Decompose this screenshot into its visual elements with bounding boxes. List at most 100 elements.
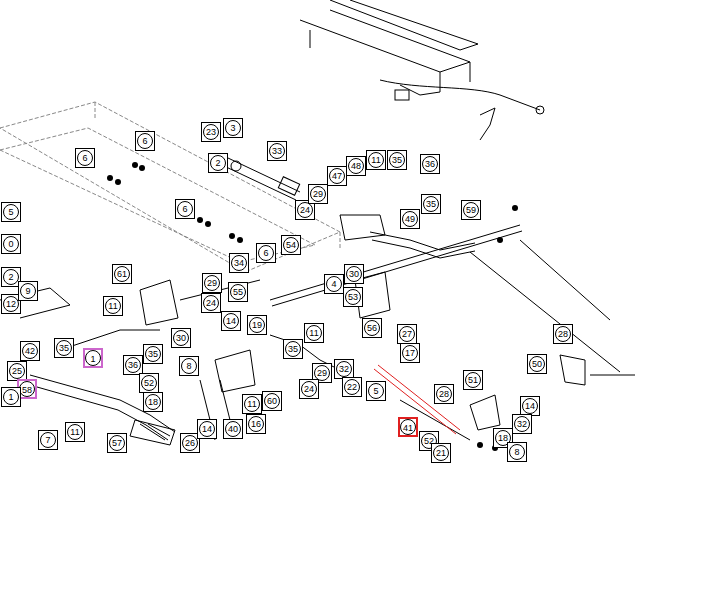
callout-ring xyxy=(402,345,418,361)
callout-number: 23 xyxy=(201,122,221,142)
callout-number: 0 xyxy=(1,234,21,254)
callout-ring xyxy=(3,389,19,405)
callout-ring xyxy=(105,298,121,314)
callout-ring xyxy=(399,326,415,342)
callout-number: 41 xyxy=(398,417,418,437)
callout-number: 28 xyxy=(434,384,454,404)
callout-number: 17 xyxy=(400,343,420,363)
callout-ring xyxy=(522,398,538,414)
callout-number: 21 xyxy=(431,443,451,463)
callout-number: 35 xyxy=(143,344,163,364)
callout-number: 56 xyxy=(362,318,382,338)
callout-number: 14 xyxy=(221,311,241,331)
callout-number: 52 xyxy=(139,373,159,393)
callout-number: 6 xyxy=(135,131,155,151)
frame-outline xyxy=(0,102,340,272)
callout-number: 30 xyxy=(171,328,191,348)
callout-ring xyxy=(346,266,362,282)
callout-number: 36 xyxy=(420,154,440,174)
callout-ring xyxy=(400,419,416,435)
callout-ring xyxy=(225,421,241,437)
callout-ring xyxy=(19,381,35,397)
callout-ring xyxy=(181,358,197,374)
callout-ring xyxy=(555,326,571,342)
callout-ring xyxy=(230,284,246,300)
callout-number: 48 xyxy=(346,156,366,176)
callout-number: 35 xyxy=(387,150,407,170)
callout-ring xyxy=(249,317,265,333)
callout-ring xyxy=(423,196,439,212)
callout-ring xyxy=(40,432,56,448)
callout-ring xyxy=(389,152,405,168)
callout-number: 11 xyxy=(304,323,324,343)
callout-ring xyxy=(463,202,479,218)
callout-ring xyxy=(3,269,19,285)
callout-ring xyxy=(114,266,130,282)
callout-number: 47 xyxy=(327,166,347,186)
pedal-assembly xyxy=(0,280,340,445)
callout-ring xyxy=(364,320,380,336)
callout-ring xyxy=(137,133,153,149)
callout-ring xyxy=(326,276,342,292)
callout-number: 35 xyxy=(54,338,74,358)
callout-number: 11 xyxy=(103,296,123,316)
callout-ring xyxy=(368,152,384,168)
callout-number: 27 xyxy=(397,324,417,344)
callout-number: 29 xyxy=(202,273,222,293)
callout-ring xyxy=(231,255,247,271)
callout-ring xyxy=(173,330,189,346)
callout-number: 40 xyxy=(223,419,243,439)
callout-number: 55 xyxy=(228,282,248,302)
callout-ring xyxy=(182,435,198,451)
upper-assembly xyxy=(300,0,544,140)
callout-number: 57 xyxy=(107,433,127,453)
callout-number: 34 xyxy=(229,253,249,273)
callout-ring xyxy=(368,383,384,399)
callout-number: 19 xyxy=(247,315,267,335)
callout-ring xyxy=(125,357,141,373)
callout-ring xyxy=(223,313,239,329)
callout-number: 14 xyxy=(197,419,217,439)
callout-ring xyxy=(283,237,299,253)
callout-number: 28 xyxy=(553,324,573,344)
drive-shaft xyxy=(224,158,300,200)
callout-number: 3 xyxy=(223,118,243,138)
callout-ring xyxy=(258,245,274,261)
callout-number: 30 xyxy=(344,264,364,284)
callout-number: 14 xyxy=(520,396,540,416)
callout-ring xyxy=(56,340,72,356)
callout-ring xyxy=(77,150,93,166)
callout-number: 4 xyxy=(324,274,344,294)
callout-ring xyxy=(329,168,345,184)
callout-number: 32 xyxy=(512,414,532,434)
callout-ring xyxy=(177,201,193,217)
callout-ring xyxy=(85,350,101,366)
callout-ring xyxy=(203,295,219,311)
callout-number: 51 xyxy=(463,370,483,390)
callout-ring xyxy=(225,120,241,136)
callout-number: 50 xyxy=(527,354,547,374)
callout-number: 16 xyxy=(246,414,266,434)
callout-ring xyxy=(141,375,157,391)
callout-ring xyxy=(529,356,545,372)
callout-number: 33 xyxy=(267,141,287,161)
callout-number: 9 xyxy=(18,281,38,301)
callout-number: 6 xyxy=(75,148,95,168)
callout-number: 18 xyxy=(143,392,163,412)
callout-ring xyxy=(3,236,19,252)
callout-number: 35 xyxy=(421,194,441,214)
callout-ring xyxy=(509,444,525,460)
callout-ring xyxy=(269,143,285,159)
callout-number: 42 xyxy=(20,341,40,361)
callout-number: 54 xyxy=(281,235,301,255)
callout-number: 8 xyxy=(179,356,199,376)
callout-ring xyxy=(264,393,280,409)
callout-ring xyxy=(67,424,83,440)
callout-ring xyxy=(297,202,313,218)
callout-ring xyxy=(344,379,360,395)
callout-number: 24 xyxy=(299,379,319,399)
callout-ring xyxy=(306,325,322,341)
callout-number: 1 xyxy=(1,387,21,407)
callout-ring xyxy=(336,361,352,377)
